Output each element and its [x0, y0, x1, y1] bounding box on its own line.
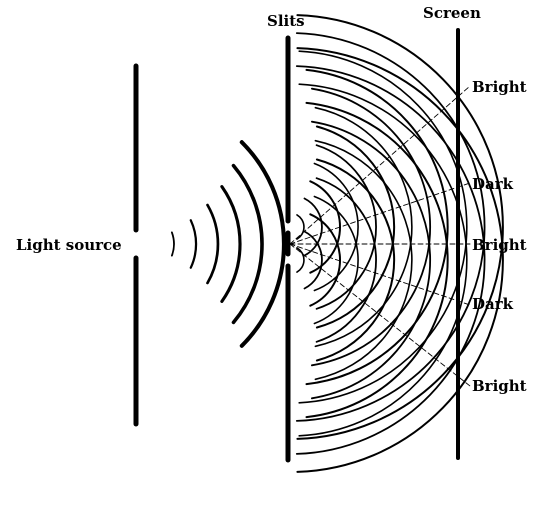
lower-slit-wavefront	[315, 158, 396, 362]
upper-slit-wavefront	[303, 197, 323, 257]
upper-slit-wavefront	[296, 214, 305, 240]
incident-wavefront	[239, 140, 286, 348]
incident-wavefronts	[171, 140, 286, 348]
lower-slit-wavefront	[315, 177, 377, 343]
lower-slit-wavefront	[314, 139, 413, 381]
lower-slit-wavefront	[298, 83, 468, 437]
upper-slit-wavefront	[298, 50, 468, 404]
incident-wavefront	[220, 185, 242, 303]
lower-slit-wavefront	[311, 120, 431, 400]
upper-slit-wavefront	[296, 14, 504, 440]
incident-wavefront	[189, 219, 198, 269]
diffracted-wavefronts	[295, 14, 504, 473]
upper-slit-wavefront	[315, 144, 377, 310]
fringe-label-bright-bottom: Bright	[472, 377, 527, 395]
lower-slit-wavefront	[305, 101, 449, 419]
light-source-label: Light source	[16, 236, 122, 254]
fringe-label-bright-top: Bright	[472, 78, 527, 96]
fringe-ray	[289, 182, 471, 245]
fringe-label-dark-lower: Dark	[472, 295, 514, 313]
upper-slit-wavefront	[311, 87, 431, 367]
lower-slit-wavefront	[313, 195, 359, 325]
fringe-rays	[289, 85, 471, 387]
incident-wavefront	[171, 231, 175, 257]
lower-slit-wavefront	[303, 230, 323, 290]
lower-slit-wavefront	[296, 47, 504, 473]
upper-slit-wavefront	[315, 125, 396, 329]
upper-slit-wavefront	[313, 162, 359, 292]
upper-slit-wavefront	[305, 68, 449, 386]
fringe-label-bright-center: Bright	[472, 236, 527, 254]
upper-slit-wavefront	[314, 106, 413, 348]
upper-slit-wavefront	[295, 32, 486, 422]
incident-wavefront	[231, 163, 264, 325]
fringe-ray	[289, 243, 471, 387]
lower-slit-wavefront	[296, 247, 305, 273]
fringe-ray	[289, 85, 471, 245]
fringe-label-dark-upper: Dark	[472, 175, 514, 193]
slits-label: Slits	[267, 12, 305, 30]
lower-slit-wavefront	[295, 65, 486, 455]
fringe-ray	[289, 243, 471, 306]
screen-label: Screen	[423, 4, 481, 22]
incident-wavefront	[206, 203, 220, 285]
lower-slit-wavefront	[309, 213, 342, 307]
